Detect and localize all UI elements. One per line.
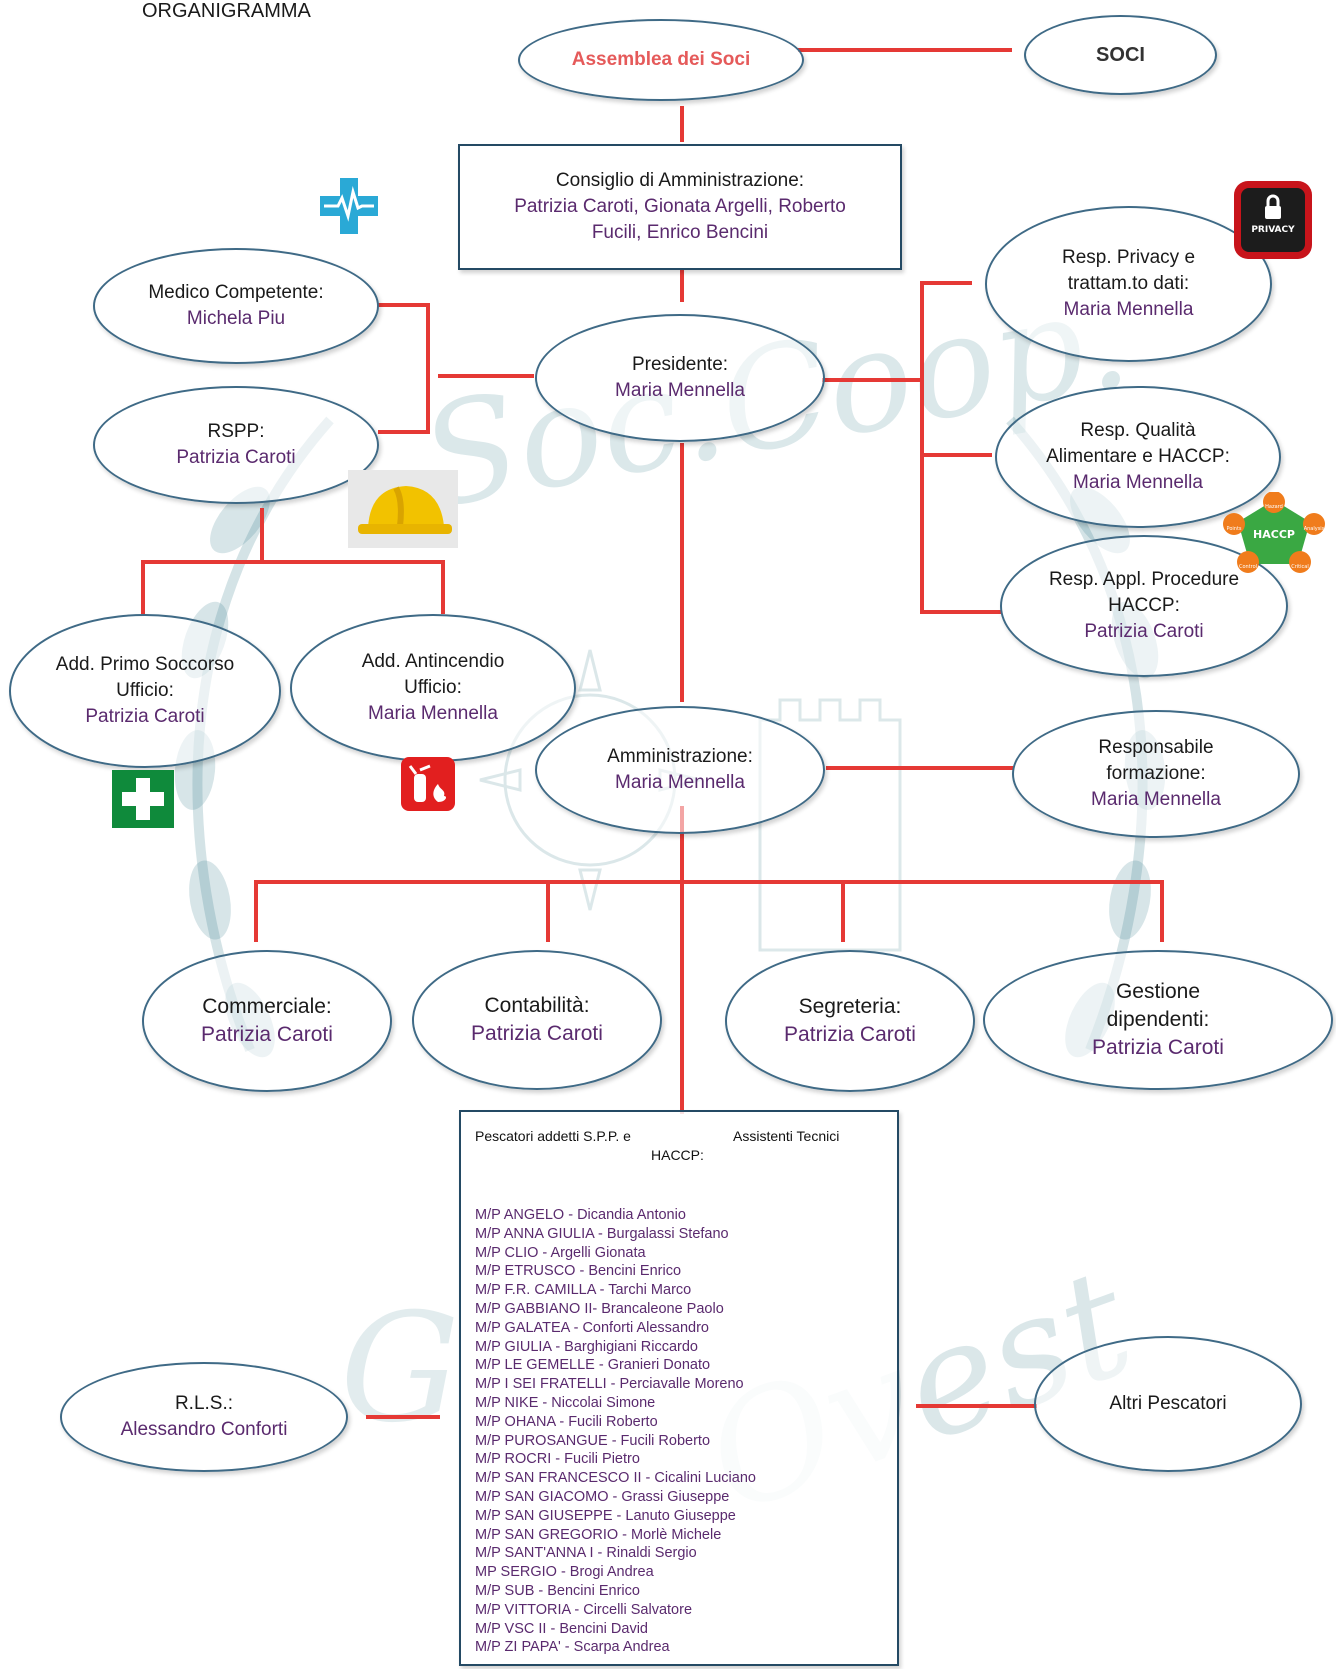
formazione-name: Maria Mennella	[1091, 789, 1221, 810]
crew-header-sub: HACCP:	[651, 1147, 704, 1163]
svg-text:Points: Points	[1226, 526, 1241, 532]
crew-member: M/P ROCRI - Fucili Pietro	[475, 1451, 640, 1468]
crew-member: M/P ZI PAPA' - Scarpa Andrea	[475, 1639, 670, 1656]
antincendio-role: Add. Antincendio Ufficio:	[361, 651, 505, 698]
privacy-lock-icon: PRIVACY	[1233, 180, 1313, 260]
procedure-role: Resp. Appl. Procedure HACCP:	[1048, 569, 1240, 616]
node-gestione-dipendenti: Gestione dipendenti: Patrizia Caroti	[983, 950, 1333, 1090]
segreteria-name: Patrizia Caroti	[784, 1023, 916, 1046]
segreteria-role: Segreteria:	[798, 995, 902, 1018]
assemblea-label: Assemblea dei Soci	[571, 49, 751, 70]
rspp-name: Patrizia Caroti	[176, 447, 296, 468]
node-medico-competente: Medico Competente: Michela Piu	[93, 248, 379, 364]
gestione-name: Patrizia Caroti	[1092, 1036, 1224, 1059]
commerciale-name: Patrizia Caroti	[201, 1023, 333, 1046]
svg-text:Critical: Critical	[1291, 564, 1309, 570]
crew-member: M/P NIKE - Niccolai Simone	[475, 1394, 656, 1411]
node-amministrazione: Amministrazione: Maria Mennella	[535, 706, 825, 834]
crew-member: M/P SAN FRANCESCO II - Cicalini Luciano	[475, 1470, 756, 1487]
gestione-role: Gestione dipendenti:	[1106, 980, 1210, 1031]
svg-text:G: G	[340, 1282, 460, 1456]
svg-text:PRIVACY: PRIVACY	[1251, 225, 1295, 235]
node-resp-privacy: Resp. Privacy e trattam.to dati: Maria M…	[985, 206, 1272, 362]
svg-text:Analysis: Analysis	[1304, 526, 1325, 532]
rspp-role: RSPP:	[207, 421, 265, 442]
fire-extinguisher-icon	[400, 756, 456, 812]
medico-name: Michela Piu	[186, 308, 286, 329]
crew-member: M/P LE GEMELLE - Granieri Donato	[475, 1357, 711, 1374]
cda-role: Consiglio di Amministrazione:	[555, 170, 805, 191]
node-segreteria: Segreteria: Patrizia Caroti	[725, 950, 975, 1092]
node-resp-formazione: Responsabile formazione: Maria Mennella	[1012, 710, 1300, 838]
page-title: ORGANIGRAMMA	[142, 0, 311, 22]
crew-member: MP SERGIO - Brogi Andrea	[475, 1564, 654, 1581]
presidente-name: Maria Mennella	[615, 380, 745, 401]
contabilita-name: Patrizia Caroti	[471, 1022, 603, 1045]
amministrazione-name: Maria Mennella	[615, 772, 745, 793]
cda-members: Patrizia Caroti, Gionata Argelli, Robert…	[514, 196, 846, 243]
node-contabilita: Contabilità: Patrizia Caroti	[412, 950, 662, 1090]
crew-member: M/P VITTORIA - Circelli Salvatore	[475, 1601, 693, 1618]
haccp-wheel-icon: Hazard Analysis Critical Control Points …	[1222, 492, 1326, 574]
primo-soccorso-name: Patrizia Caroti	[85, 706, 205, 727]
medical-cross-icon	[320, 178, 378, 234]
crew-member: M/P ETRUSCO - Bencini Enrico	[475, 1263, 682, 1280]
crew-member: M/P VSC II - Bencini David	[475, 1620, 648, 1637]
altri-role: Altri Pescatori	[1109, 1393, 1227, 1414]
medico-role: Medico Competente:	[148, 282, 324, 303]
crew-member: M/P SANT'ANNA I - Rinaldi Sergio	[475, 1545, 697, 1562]
crew-member: M/P GIULIA - Barghigiani Riccardo	[475, 1338, 698, 1355]
crew-member: M/P SUB - Bencini Enrico	[475, 1582, 640, 1599]
node-rls: R.L.S.: Alessandro Conforti	[60, 1362, 348, 1472]
svg-text:Hazard: Hazard	[1265, 504, 1283, 510]
crew-member: M/P SAN GIUSEPPE - Lanuto Giuseppe	[475, 1507, 736, 1524]
primo-soccorso-role: Add. Primo Soccorso Ufficio:	[55, 654, 235, 701]
rls-role: R.L.S.:	[174, 1393, 234, 1414]
qualita-name: Maria Mennella	[1073, 472, 1203, 493]
node-add-primo-soccorso: Add. Primo Soccorso Ufficio: Patrizia Ca…	[9, 614, 281, 768]
crew-member: M/P GALATEA - Conforti Alessandro	[475, 1319, 709, 1336]
privacy-name: Maria Mennella	[1063, 299, 1194, 320]
crew-header-left: Pescatori addetti S.P.P. e	[475, 1128, 631, 1144]
node-soci: SOCI	[1024, 15, 1217, 95]
qualita-role: Resp. Qualità Alimentare e HACCP:	[1046, 420, 1230, 467]
crew-member: M/P I SEI FRATELLI - Perciavalle Moreno	[475, 1376, 744, 1393]
contabilita-role: Contabilità:	[484, 994, 590, 1017]
node-consiglio-amministrazione: Consiglio di Amministrazione: Patrizia C…	[458, 144, 902, 270]
antincendio-name: Maria Mennella	[368, 703, 498, 724]
crew-member: M/P ANGELO - Dicandia Antonio	[475, 1207, 686, 1223]
svg-text:HACCP: HACCP	[1253, 528, 1295, 541]
hard-hat-icon	[348, 470, 458, 548]
node-altri-pescatori: Altri Pescatori	[1034, 1336, 1302, 1472]
procedure-name: Patrizia Caroti	[1084, 621, 1204, 642]
first-aid-icon	[112, 770, 174, 828]
node-commerciale: Commerciale: Patrizia Caroti	[142, 950, 392, 1092]
crew-member: M/P F.R. CAMILLA - Tarchi Marco	[475, 1282, 692, 1299]
node-rspp: RSPP: Patrizia Caroti	[93, 386, 379, 504]
crew-member: M/P OHANA - Fucili Roberto	[475, 1413, 658, 1430]
node-resp-qualita: Resp. Qualità Alimentare e HACCP: Maria …	[995, 386, 1281, 528]
crew-list-box: Pescatori addetti S.P.P. e Assistenti Te…	[459, 1110, 899, 1666]
presidente-role: Presidente:	[631, 354, 729, 375]
crew-header-right: Assistenti Tecnici	[733, 1128, 840, 1144]
node-assemblea-soci: Assemblea dei Soci	[518, 19, 804, 101]
privacy-role: Resp. Privacy e trattam.to dati:	[1061, 247, 1196, 294]
crew-member: M/P GABBIANO II- Brancaleone Paolo	[475, 1300, 724, 1317]
crew-member: M/P ANNA GIULIA - Burgalassi Stefano	[475, 1225, 729, 1242]
crew-member: M/P SAN GREGORIO - Morlè Michele	[475, 1526, 722, 1543]
node-presidente: Presidente: Maria Mennella	[535, 314, 825, 442]
crew-member: M/P SAN GIACOMO - Grassi Giuseppe	[475, 1488, 730, 1505]
crew-member: M/P PUROSANGUE - Fucili Roberto	[475, 1432, 711, 1449]
soci-label: SOCI	[1096, 43, 1145, 66]
formazione-role: Responsabile formazione:	[1098, 737, 1214, 784]
svg-text:Control: Control	[1239, 564, 1257, 570]
node-add-antincendio: Add. Antincendio Ufficio: Maria Mennella	[290, 614, 576, 762]
commerciale-role: Commerciale:	[202, 995, 332, 1018]
rls-name: Alessandro Conforti	[120, 1419, 288, 1440]
crew-member: M/P CLIO - Argelli Gionata	[475, 1244, 646, 1261]
amministrazione-role: Amministrazione:	[607, 746, 753, 767]
